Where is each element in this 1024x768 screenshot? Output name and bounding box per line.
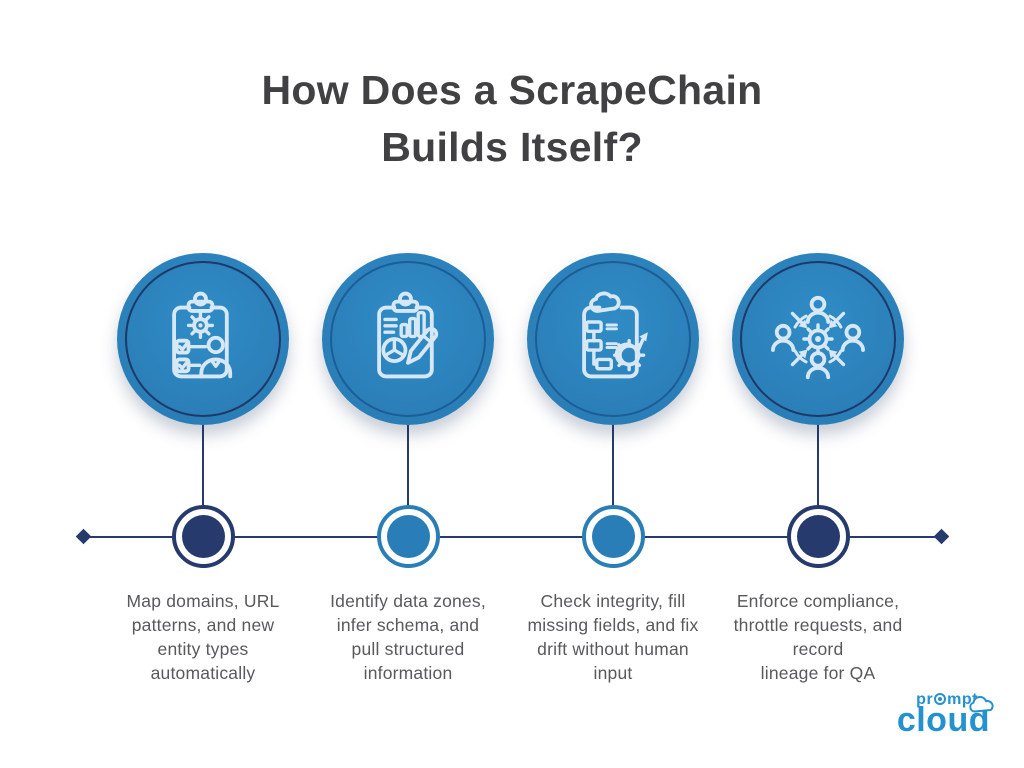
step-4-circle — [732, 253, 904, 425]
node-dot — [386, 515, 430, 558]
clipboard-report-pencil-icon — [377, 291, 439, 379]
step-2-description: Identify data zones, infer schema, and p… — [330, 591, 486, 683]
target-icon — [934, 693, 947, 705]
connector-stem — [817, 425, 819, 505]
timeline-line — [84, 536, 942, 539]
connector-stem — [407, 425, 409, 505]
step-1-description: Map domains, URL patterns, and new entit… — [126, 591, 280, 683]
node-dot — [591, 515, 635, 558]
circle-inner-ring — [125, 261, 281, 417]
circle-inner-ring — [330, 261, 486, 417]
cloud-icon — [969, 696, 994, 713]
circle-inner-ring — [535, 261, 691, 417]
clipboard-gear-person-icon — [172, 291, 233, 379]
step-3-circle — [527, 253, 699, 425]
node-dot — [181, 515, 225, 558]
step-3-description: Check integrity, fill missing fields, an… — [527, 591, 699, 683]
timeline-end-diamond — [933, 528, 950, 545]
timeline-node-4 — [786, 505, 850, 568]
circle-inner-ring — [740, 261, 896, 417]
step-3: Check integrity, fill missing fields, an… — [508, 253, 718, 685]
clipboard-flowchart-gear-arrow-icon — [582, 291, 648, 379]
brand-prompt-prefix: pr — [916, 691, 934, 708]
brand-prompt-suffix: mpt — [947, 691, 978, 708]
step-4: Enforce compliance, throttle requests, a… — [713, 253, 923, 685]
connector-stem — [612, 425, 614, 505]
connector-stem — [202, 425, 204, 505]
brand-cloud-text: cloud — [850, 696, 994, 737]
step-1: Map domains, URL patterns, and new entit… — [98, 253, 308, 685]
page-title: How Does a ScrapeChain Builds Itself? — [261, 67, 763, 170]
timeline-start-diamond — [75, 528, 92, 545]
timeline-node-3 — [581, 505, 645, 568]
step-2-circle — [322, 253, 494, 425]
timeline-node-2 — [376, 505, 440, 568]
step-4-description: Enforce compliance, throttle requests, a… — [733, 591, 903, 683]
timeline-node-1 — [171, 505, 235, 568]
step-1-circle — [117, 253, 289, 425]
people-around-gear-icon — [771, 295, 865, 380]
node-dot — [796, 515, 840, 558]
step-2: Identify data zones, infer schema, and p… — [303, 253, 513, 685]
